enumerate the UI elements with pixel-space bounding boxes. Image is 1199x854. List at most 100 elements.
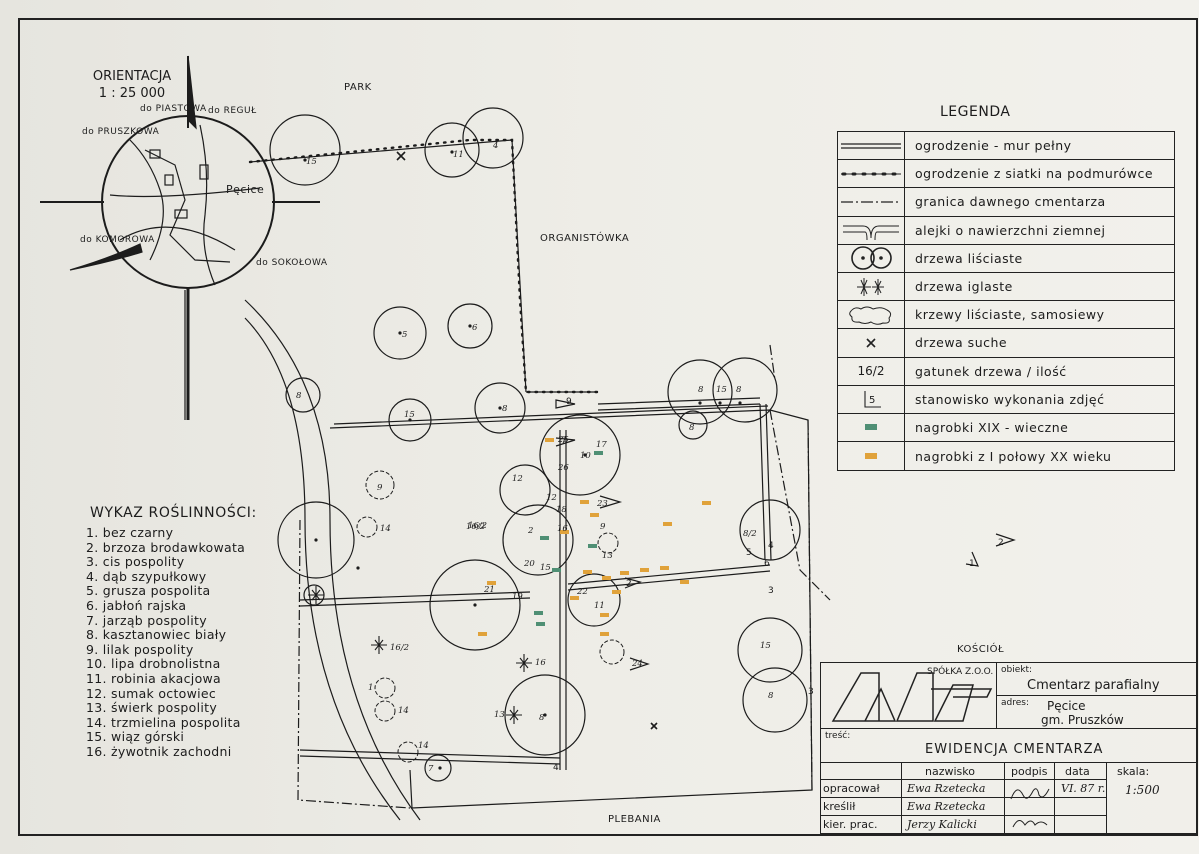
tree-label: 10 [580, 451, 591, 461]
tree-label: 1 [368, 683, 373, 693]
plant-item: 11. robinia akacjowa [86, 670, 222, 686]
grave-xix-icon [838, 413, 905, 442]
legend-row: alejki o nawierzchni ziemnej [838, 216, 1174, 245]
orientation-scale: 1 : 25 000 [98, 86, 166, 101]
tree-label: 8 [539, 713, 545, 723]
tree-label: 15 [716, 385, 727, 395]
plant-list-title: WYKAZ ROŚLINNOŚCI: [90, 505, 257, 521]
place-label: Pęcice [226, 183, 265, 196]
tree-label: 26 [557, 463, 569, 473]
legend-row: drzewa suche [838, 329, 1174, 358]
orientation-map-circle [101, 115, 275, 289]
akant-logo-icon [831, 672, 993, 722]
tree-label: 20 [523, 559, 535, 569]
legend-text: ogrodzenie - mur pełny [915, 138, 1072, 154]
photo-station-label: 4 [768, 541, 774, 551]
photo-station-label: 1 [969, 559, 975, 569]
adres-label: adres: [1001, 698, 1029, 708]
tree-label: 21 [483, 585, 495, 595]
map-frame [18, 18, 1198, 836]
legend-row: 5 stanowisko wykonania zdjęć [838, 385, 1174, 414]
path-icon [838, 216, 905, 244]
tree-label: 7 [428, 764, 434, 774]
tree-label: 13 [602, 551, 613, 561]
scale-value: 1:500 [1125, 783, 1160, 797]
dry-tree-icon [838, 329, 905, 357]
legend-text: krzewy liściaste, samosiewy [915, 307, 1105, 323]
header-data: data [1065, 765, 1090, 778]
photo-station-label: 4 [553, 763, 559, 773]
plant-item: 16. żywotnik zachodni [86, 743, 232, 759]
role-label: opracował [823, 782, 880, 795]
adres-line1: Pęcice [1047, 699, 1086, 713]
legend-row: nagrobki z I połowy XX wieku [838, 442, 1174, 471]
tree-label: 16/2 [390, 643, 409, 653]
legend-row: ogrodzenie - mur pełny [838, 132, 1174, 161]
tree-label: 9 [377, 483, 383, 493]
date-value: VI. 87 r. [1061, 782, 1106, 795]
plant-item: 1. bez czarny [86, 525, 174, 540]
legend-text: gatunek drzewa / ilość [915, 363, 1067, 379]
plant-item: 14. trzmielina pospolita [86, 714, 241, 730]
legend-row: drzewa iglaste [838, 272, 1174, 302]
deciduous-tree-icon [838, 244, 905, 272]
conifer-tree-icon [838, 272, 905, 301]
tree-label: 13 [494, 710, 505, 720]
tree-label: 15 [540, 563, 551, 573]
tree-label: 11 [594, 601, 605, 611]
tresc-value: EWIDENCJA CMENTARZA [925, 742, 1104, 757]
obiekt-label: obiekt: [1001, 665, 1033, 675]
photo-station-label: 9 [566, 397, 572, 407]
tree-label: 12 [546, 493, 557, 503]
site-label-park: PARK [344, 82, 372, 93]
tree-label: 18 [556, 505, 567, 515]
tree-label: 8 [736, 385, 742, 395]
tree-label: 14 [380, 524, 391, 534]
tree-label: 5 [402, 330, 407, 340]
svg-text:5: 5 [869, 395, 875, 406]
tree-label: 19 [512, 592, 523, 602]
site-label-kosciol: KOŚCIÓŁ [957, 644, 1005, 655]
legend-table: ogrodzenie - mur pełny ogrodzenie z siat… [837, 131, 1175, 472]
tresc-label: treść: [825, 731, 851, 741]
tree-label: 8 [689, 423, 695, 433]
site-label-organistowka: ORGANISTÓWKA [540, 233, 630, 244]
plant-item: 15. wiąz górski [86, 729, 185, 745]
tree-label: 8 [768, 691, 774, 701]
tree-label: 17 [596, 440, 607, 450]
tree-label: 8/2 [743, 529, 757, 539]
place-label: do PIASTOWA [140, 104, 207, 114]
legend-text: drzewa liściaste [915, 250, 1023, 266]
tree-label: 11 [453, 150, 464, 160]
company-name: SPÓŁKA Z.O.O. [927, 667, 994, 677]
signature-icon [1010, 788, 1050, 828]
tree-label: 15 [760, 641, 771, 651]
legend-text: granica dawnego cmentarza [915, 194, 1106, 210]
legend-text: stanowisko wykonania zdjęć [915, 391, 1105, 407]
tree-label: 24 [631, 659, 643, 669]
role-label: kreślił [823, 800, 856, 813]
legend-text: drzewa suche [915, 335, 1008, 351]
plant-item: 5. grusza pospolita [86, 583, 211, 599]
tree-label: 8 [296, 391, 302, 401]
tree-label: 9 [600, 522, 606, 532]
photo-station-label: 2 [626, 579, 632, 589]
legend-row: granica dawnego cmentarza [838, 188, 1174, 217]
tree-label: 14 [398, 706, 409, 716]
obiekt-cell: obiekt: Cmentarz parafialny [997, 663, 1196, 696]
name-value: Ewa Rzetecka [907, 782, 986, 795]
tree-label: 22 [576, 587, 588, 597]
plant-item: 9. lilak pospolity [86, 641, 194, 657]
name-value: Ewa Rzetecka [907, 800, 986, 813]
legend-row: ogrodzenie z siatki na podmurówce [838, 160, 1174, 189]
legend-text: nagrobki XIX - wieczne [915, 419, 1069, 435]
plant-list: 1. bez czarny 2. brzoza brodawkowata 3. … [86, 525, 245, 760]
photo-station-label: 5 [746, 548, 752, 558]
orientation-label: ORIENTACJA [92, 69, 172, 84]
role-label: kier. prac. [823, 818, 878, 831]
tree-label: 16 [557, 524, 568, 534]
tree-label: 8 [502, 404, 508, 414]
legend-text: ogrodzenie z siatki na podmurówce [915, 166, 1154, 182]
tree-label: 23 [596, 499, 608, 509]
